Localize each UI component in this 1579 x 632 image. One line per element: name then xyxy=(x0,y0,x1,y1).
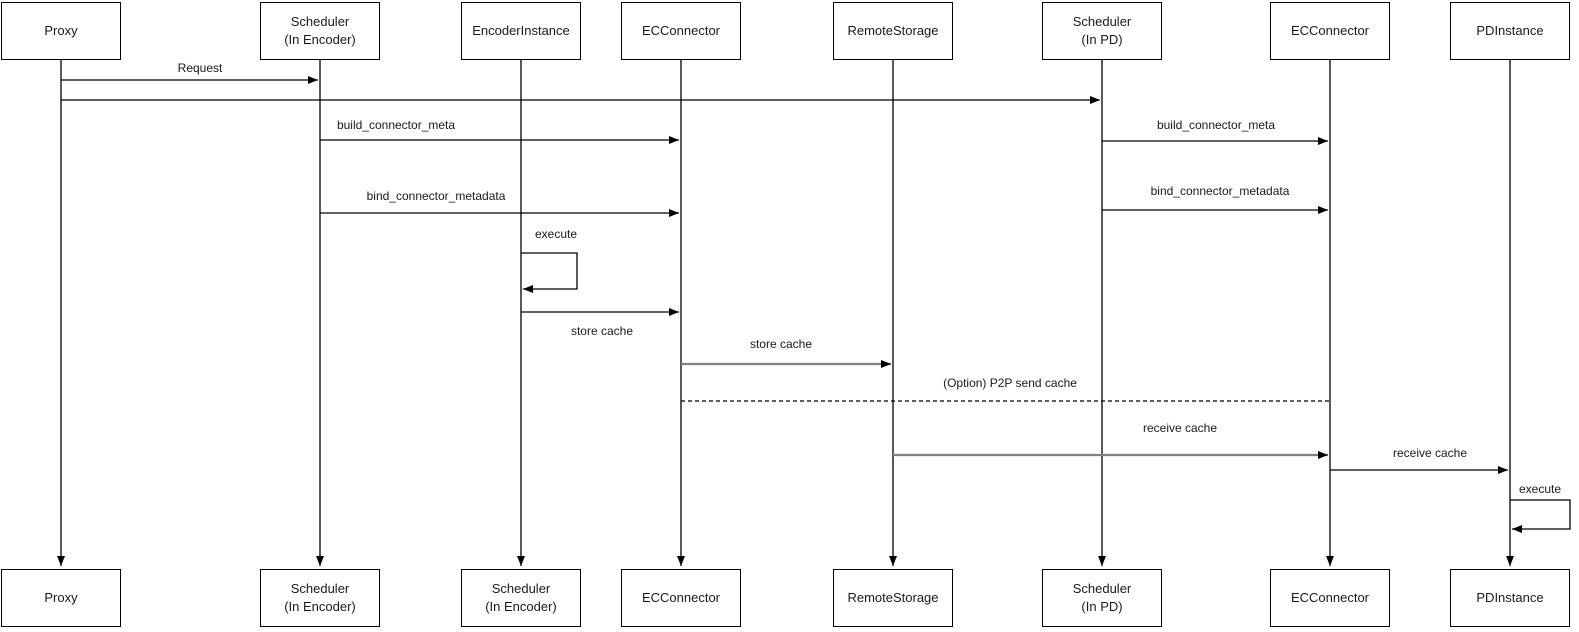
participant-label-line: RemoteStorage xyxy=(847,23,939,39)
participant-bottom-box-scheduler-in-pd: Scheduler (In PD) xyxy=(1042,569,1162,627)
participant-bottom-box-pd-instance: PDInstance xyxy=(1450,569,1570,627)
participant-label-line: ECConnector xyxy=(641,23,721,39)
message-label-build-connector-meta-pd: build_connector_meta xyxy=(1156,118,1276,132)
participant-top-box-proxy: Proxy xyxy=(1,2,121,60)
message-label-bind-connector-metadata-pd: bind_connector_metadata xyxy=(1150,184,1290,198)
participant-top-box-scheduler-in-encoder: Scheduler (In Encoder) xyxy=(260,2,380,60)
participant-top-box-scheduler-in-pd: Scheduler (In PD) xyxy=(1042,2,1162,60)
participant-top-box-encoder-instance: EncoderInstance xyxy=(461,2,581,60)
participant-label-line: Scheduler xyxy=(1072,581,1132,597)
message-label-execute-encoder: execute xyxy=(534,227,578,241)
message-label-bind-connector-metadata-encoder: bind_connector_metadata xyxy=(366,189,506,203)
participant-label-line: Scheduler xyxy=(1072,14,1132,30)
message-label-build-connector-meta-encoder: build_connector_meta xyxy=(336,118,456,132)
participant-label-line: (In PD) xyxy=(1081,32,1123,47)
participant-label-line: EncoderInstance xyxy=(472,23,570,39)
self-message-execute-pd xyxy=(1510,499,1571,533)
participant-label-line: PDInstance xyxy=(1476,590,1544,606)
participant-label-line: Proxy xyxy=(44,23,78,39)
participant-bottom-box-encoder-instance: Scheduler (In Encoder) xyxy=(461,569,581,627)
participant-label-line: Scheduler xyxy=(491,581,551,597)
participant-label-line: ECConnector xyxy=(1290,590,1370,606)
participant-label-line: (In PD) xyxy=(1081,599,1123,614)
participant-label-line: ECConnector xyxy=(641,590,721,606)
participant-label-line: ECConnector xyxy=(1290,23,1370,39)
message-label-store-cache-remote: store cache xyxy=(749,337,813,351)
message-label-receive-cache-ec: receive cache xyxy=(1142,421,1218,435)
self-message-execute-encoder xyxy=(521,252,578,293)
participant-bottom-box-ec-connector-encoder: ECConnector xyxy=(621,569,741,627)
participant-label-line: PDInstance xyxy=(1476,23,1544,39)
participant-label-line: Scheduler xyxy=(290,581,350,597)
participant-label-line: Proxy xyxy=(44,590,78,606)
participant-top-box-remote-storage: RemoteStorage xyxy=(833,2,953,60)
participant-bottom-box-ec-connector-pd: ECConnector xyxy=(1270,569,1390,627)
participant-top-box-pd-instance: PDInstance xyxy=(1450,2,1570,60)
participant-label-line: Scheduler xyxy=(290,14,350,30)
participant-label-line: RemoteStorage xyxy=(847,590,939,606)
message-label-receive-cache-pd: receive cache xyxy=(1392,446,1468,460)
participant-bottom-box-proxy: Proxy xyxy=(1,569,121,627)
participant-bottom-box-remote-storage: RemoteStorage xyxy=(833,569,953,627)
participant-top-box-ec-connector-pd: ECConnector xyxy=(1270,2,1390,60)
participant-bottom-box-scheduler-in-encoder: Scheduler (In Encoder) xyxy=(260,569,380,627)
participant-label-line: (In Encoder) xyxy=(284,599,356,614)
participant-label-line: (In Encoder) xyxy=(284,32,356,47)
message-label-p2p-send-cache: (Option) P2P send cache xyxy=(943,376,1077,390)
participant-label-line: (In Encoder) xyxy=(485,599,557,614)
message-label-store-cache-encoder: store cache xyxy=(570,324,634,338)
message-label-request: Request xyxy=(177,61,223,75)
participant-top-box-ec-connector-encoder: ECConnector xyxy=(621,2,741,60)
message-label-execute-pd: execute xyxy=(1518,482,1562,496)
